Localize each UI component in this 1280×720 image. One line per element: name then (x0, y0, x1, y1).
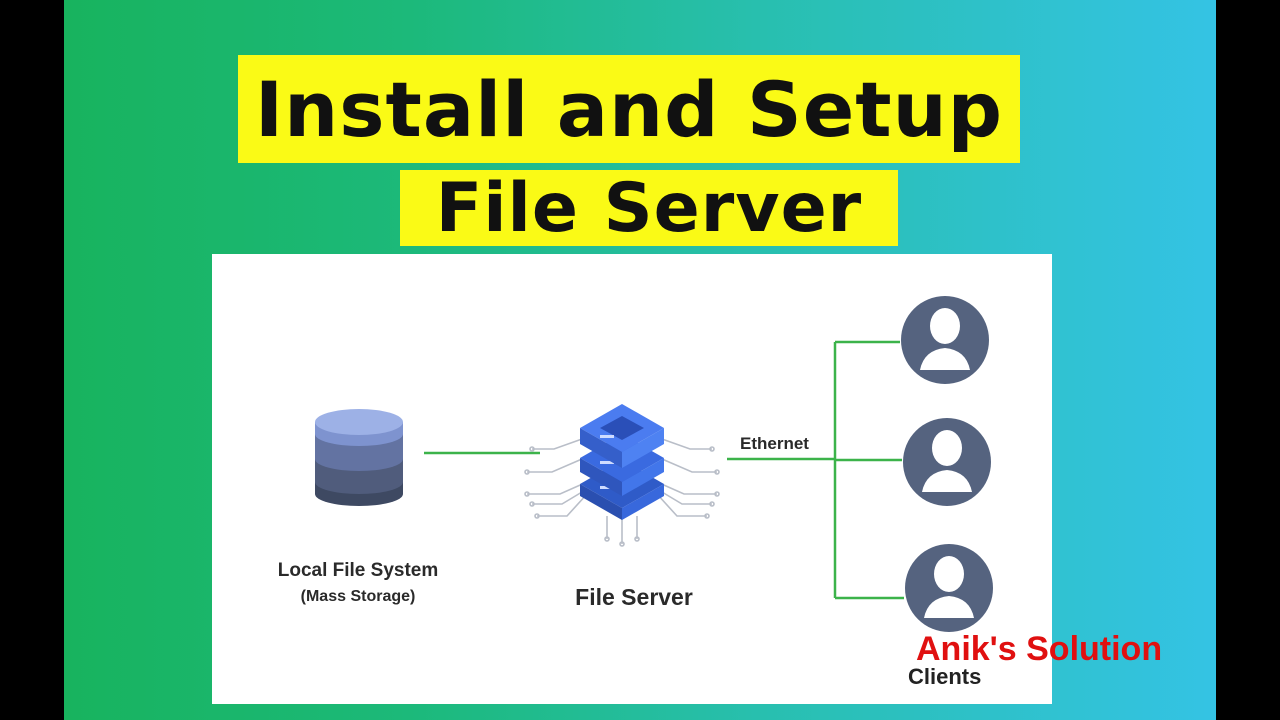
title-line-1: Install and Setup (238, 55, 1020, 163)
client-avatar-3 (905, 544, 993, 632)
server-stack-icon (524, 404, 720, 547)
local-file-system-label: Local File System (277, 560, 439, 581)
left-letterbox (0, 0, 64, 720)
diagram-graphics (315, 296, 993, 632)
database-icon (315, 409, 403, 506)
connector-lines (424, 340, 904, 600)
clients-label: Clients (908, 664, 982, 689)
diagram-panel: Local File System (Mass Storage) File Se… (212, 254, 1052, 704)
ethernet-label: Ethernet (740, 434, 809, 453)
mass-storage-label: (Mass Storage) (300, 588, 416, 605)
thumbnail-canvas: Install and Setup File Server (64, 0, 1216, 720)
client-avatar-2 (903, 418, 991, 506)
right-letterbox (1216, 0, 1280, 720)
title-line-2: File Server (400, 169, 898, 248)
client-avatar-1 (901, 296, 989, 384)
file-server-label: File Server (575, 584, 693, 610)
circuit-traces (524, 438, 720, 547)
channel-watermark: Anik's Solution (916, 630, 1163, 668)
